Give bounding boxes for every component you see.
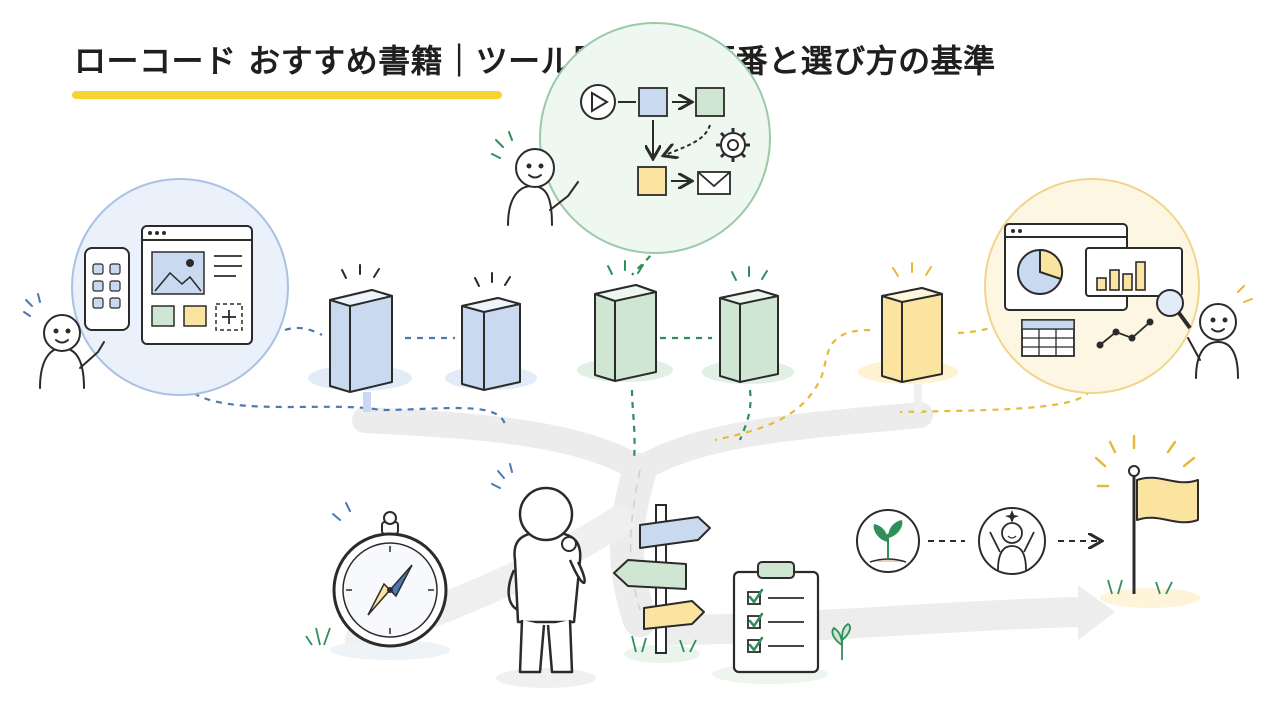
thinking-person bbox=[491, 463, 596, 688]
analyst-person bbox=[1187, 285, 1253, 379]
data-analytics-icon bbox=[1004, 223, 1192, 357]
magnifier-icon bbox=[1156, 289, 1192, 330]
phone-icon bbox=[84, 247, 130, 331]
success-person-icon bbox=[978, 507, 1046, 575]
book-4 bbox=[719, 266, 779, 383]
browser-window-icon bbox=[141, 225, 253, 345]
goal-flag-icon bbox=[1094, 434, 1200, 608]
compass-icon bbox=[305, 502, 450, 660]
app-builder-bubble bbox=[23, 178, 289, 396]
checklist-icon bbox=[712, 561, 851, 684]
workflow-bubble bbox=[491, 22, 771, 254]
pointing-person-left bbox=[23, 293, 105, 389]
workflow-automation-icon bbox=[580, 84, 750, 196]
page-title: ローコード おすすめ書籍｜ツール別の読む順番と選び方の基準 bbox=[74, 42, 996, 80]
book-1 bbox=[329, 264, 393, 393]
gear-icon bbox=[716, 128, 750, 162]
book-2 bbox=[461, 272, 521, 391]
signpost-icon bbox=[613, 504, 711, 663]
book-3 bbox=[594, 260, 657, 382]
book-5 bbox=[881, 262, 943, 383]
analytics-bubble bbox=[984, 178, 1253, 394]
sprout-icon bbox=[856, 509, 920, 573]
pointing-person-top bbox=[491, 131, 579, 226]
title-underline bbox=[72, 91, 502, 99]
